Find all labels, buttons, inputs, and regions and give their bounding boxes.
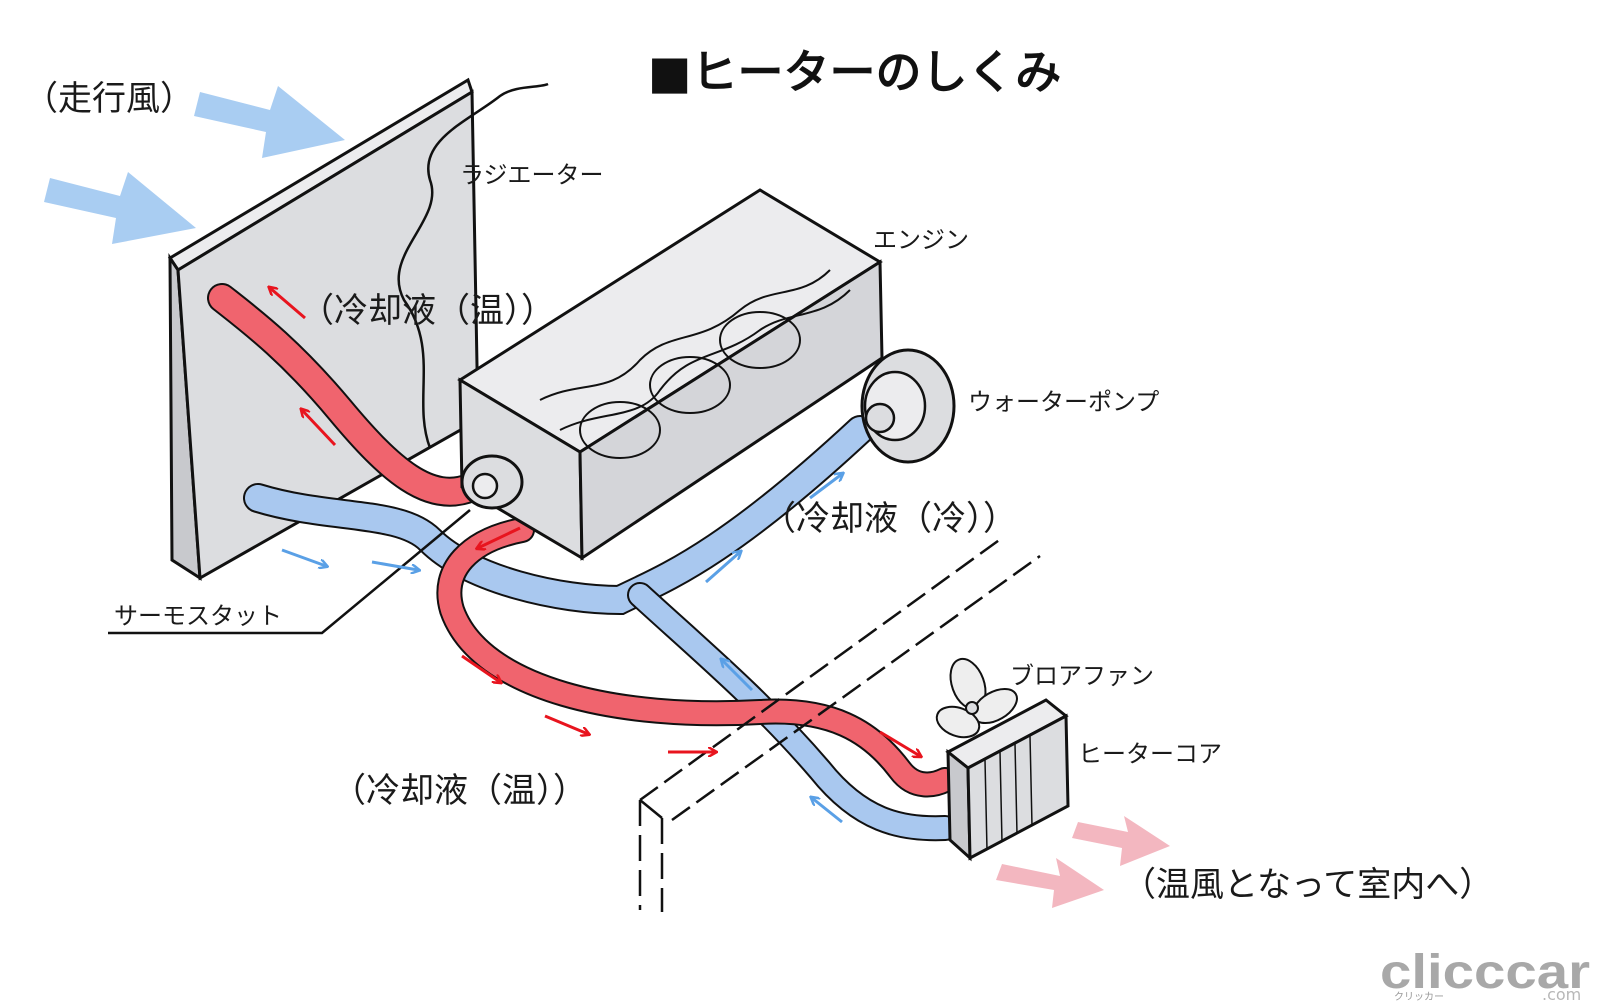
hot-arrow [478, 526, 521, 548]
page-title: ■ヒーターのしくみ [648, 45, 1061, 99]
flow-arrows [270, 288, 920, 824]
coolant-hot-bottom-label: （冷却液（温）） [332, 771, 587, 811]
logo-main-text: clicccar [1380, 946, 1590, 999]
warm-air-arrow-2 [996, 858, 1104, 908]
hot-arrow [461, 654, 500, 682]
radiator-leader-line [397, 82, 549, 449]
cold-arrow [281, 548, 326, 566]
hot-arrow [302, 410, 337, 447]
hot-arrow [544, 714, 588, 734]
engine-label: エンジン [873, 226, 969, 254]
water-pump-label: ウォーターポンプ [968, 388, 1159, 416]
fan-icon [935, 657, 1018, 739]
site-logo: clicccar クリッカー .com [1380, 946, 1590, 1004]
blower-fan-label: ブロアファン [1010, 662, 1154, 690]
warm-air-arrows [996, 816, 1170, 908]
cold-arrow [371, 560, 418, 570]
running-wind-arrows [44, 86, 345, 244]
wind-arrow-1 [194, 86, 345, 158]
heater-core-label: ヒーターコア [1078, 740, 1222, 768]
coolant-hot-top-label: （冷却液（温）） [300, 291, 555, 331]
logo-sub-text: クリッカー [1394, 991, 1444, 1003]
thermostat-leader [108, 509, 471, 635]
heater-core [945, 698, 1070, 862]
coolant-cold-label: （冷却液（冷）） [762, 499, 1017, 539]
warm-air-arrow-1 [1072, 816, 1170, 866]
cold-arrow [705, 552, 740, 584]
wind-arrow-2 [44, 172, 196, 244]
hot-arrow [879, 730, 920, 756]
running-wind-label: （走行風） [24, 79, 194, 119]
logo-suffix-text: .com [1542, 985, 1581, 1004]
warm-air-label: （温風となって室内へ） [1122, 865, 1493, 905]
hot-arrow [270, 288, 306, 320]
firewall-outline [638, 536, 1041, 912]
thermostat-housing [460, 454, 524, 510]
thermostat-label: サーモスタット [114, 602, 282, 630]
cold-arrow [722, 660, 754, 692]
cold-arrow [809, 474, 842, 500]
hoses [207, 283, 958, 842]
cold-arrow [812, 798, 843, 824]
engine [457, 188, 884, 561]
water-pump [860, 348, 956, 464]
radiator-label: ラジエーター [460, 161, 604, 189]
